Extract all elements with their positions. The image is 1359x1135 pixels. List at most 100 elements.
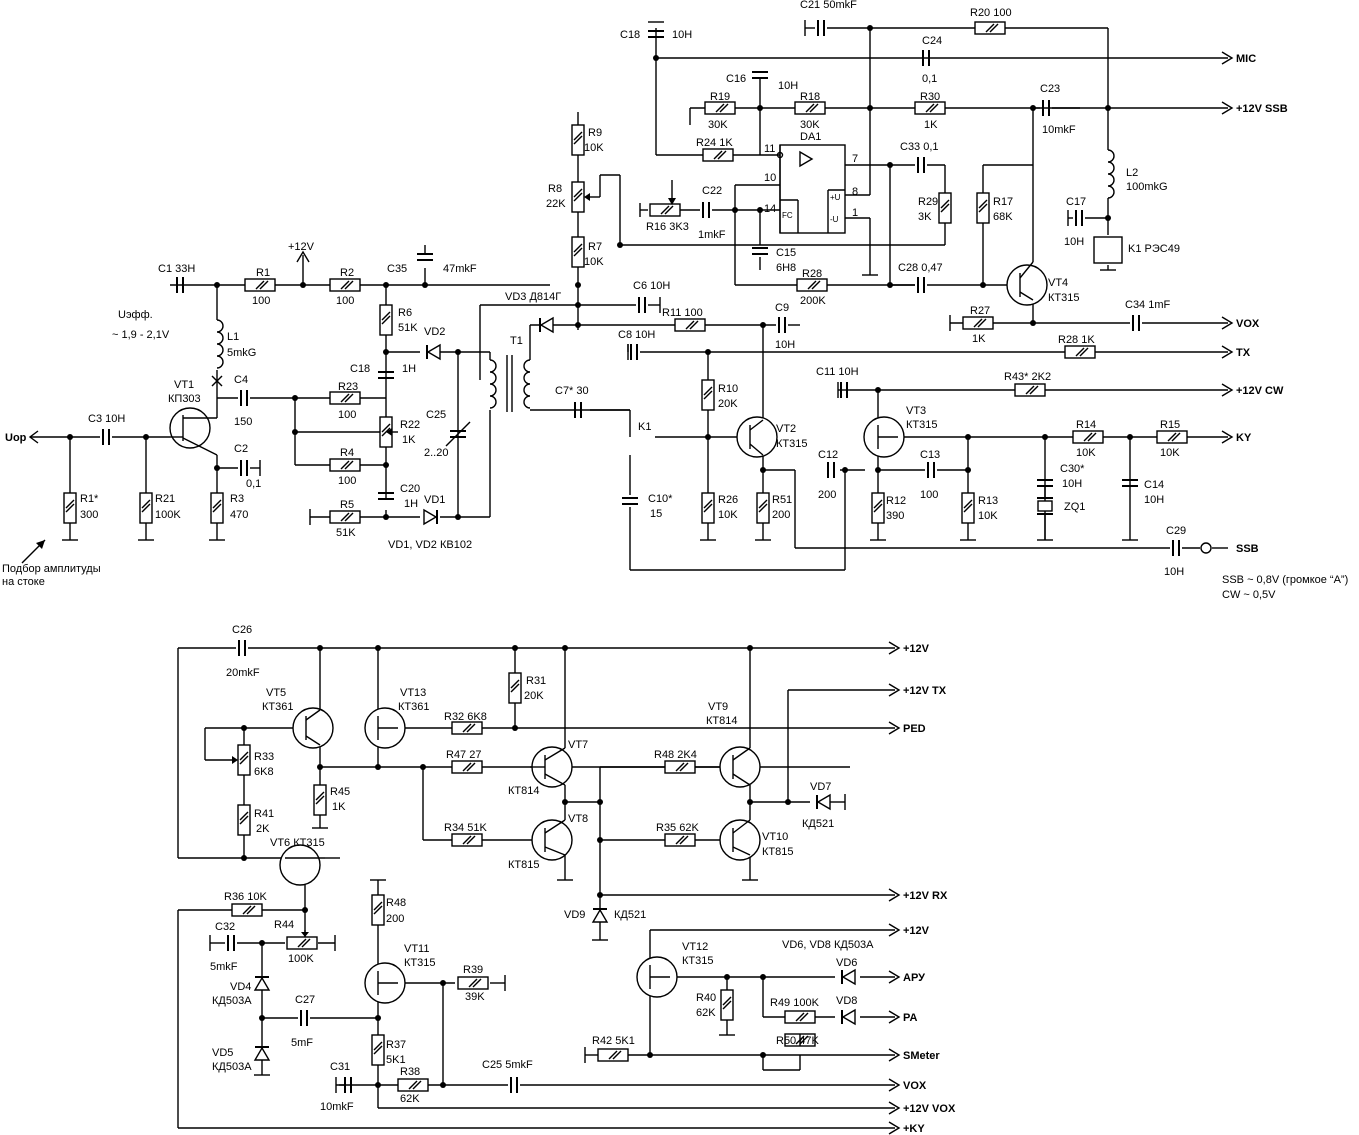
label-vd3: VD3 Д814Г	[505, 291, 561, 303]
label-pin11: 11	[764, 143, 775, 155]
label-r17-value: 68K	[993, 211, 1013, 223]
label-r27-value: 1K	[972, 333, 986, 345]
label-r44-value: 100K	[288, 953, 314, 965]
label-r37-value: 5K1	[386, 1054, 406, 1066]
label-vt13: VT13	[400, 687, 426, 699]
label-vd5: VD5	[212, 1047, 233, 1059]
label-plus-u: +U	[830, 193, 841, 202]
label-r17: R17	[993, 196, 1013, 208]
label-vt8-value: КТ815	[508, 859, 539, 871]
label-r31: R31	[526, 675, 546, 687]
label-c22-value: 1mkF	[698, 229, 726, 241]
port-arrows	[888, 51, 1234, 1135]
label-r1s: R1*	[80, 493, 99, 505]
label-c2: C2	[234, 443, 248, 455]
label-c4-value: 150	[234, 416, 252, 428]
note-ssb-level: SSB ~ 0,8V (громкое “A”)	[1222, 574, 1348, 586]
label-vt2: VT2	[776, 423, 796, 435]
label-r1s-value: 300	[80, 509, 98, 521]
label-vt1-value: КП303	[168, 393, 201, 405]
label-vd1: VD1	[424, 494, 445, 506]
label-c13-value: 100	[920, 489, 938, 501]
da1-chip	[776, 144, 846, 234]
label-r4-value: 100	[338, 475, 356, 487]
label-c16-value: 10H	[778, 80, 798, 92]
label-vt5: VT5	[266, 687, 286, 699]
label-c21: C21 50mkF	[800, 0, 857, 11]
label-vt8: VT8	[568, 813, 588, 825]
port-ssb: SSB	[1236, 543, 1259, 555]
label-l1: L1	[227, 331, 239, 343]
label-c4: C4	[234, 374, 248, 386]
port-12v-top: +12V	[288, 241, 315, 253]
label-r36: R36 10K	[224, 891, 267, 903]
label-vt4: VT4	[1048, 277, 1068, 289]
label-c29-value: 10H	[1164, 566, 1184, 578]
label-c18a-value: 1H	[402, 363, 416, 375]
label-r27: R27	[970, 305, 990, 317]
label-vt9: VT9	[708, 701, 728, 713]
label-vt9-value: КТ814	[706, 715, 737, 727]
port-12v-tx: +12V TX	[903, 685, 947, 697]
label-c24-value: 0,1	[922, 73, 937, 85]
port-12v-ssb: +12V SSB	[1236, 103, 1288, 115]
note-cw-level: CW ~ 0,5V	[1222, 589, 1276, 601]
label-c23: C23	[1040, 83, 1060, 95]
label-r5-value: 51K	[336, 527, 356, 539]
label-r14: R14	[1076, 419, 1096, 431]
label-r15-value: 10K	[1160, 447, 1180, 459]
label-r18-value: 30K	[800, 119, 820, 131]
label-r31-value: 20K	[524, 690, 544, 702]
label-r48b: R48	[386, 897, 406, 909]
label-r16: R16 3K3	[646, 221, 689, 233]
label-c9: C9	[775, 302, 789, 314]
label-vt10: VT10	[762, 831, 788, 843]
label-vt6: VT6 КТ315	[270, 837, 325, 849]
label-c10-value: 15	[650, 508, 662, 520]
label-c12: C12	[818, 449, 838, 461]
label-pin8: 8	[852, 186, 858, 198]
label-fc: FC	[782, 211, 793, 220]
label-r45-value: 1K	[332, 801, 346, 813]
label-c20: C20	[400, 483, 420, 495]
label-vt10-value: КТ815	[762, 846, 793, 858]
label-vt12: VT12	[682, 941, 708, 953]
component-labels: C1 33H R1 100 R2 100 C35 47mkF L1 5mkG V…	[80, 0, 1186, 1113]
label-c26-value: 20mkF	[226, 667, 260, 679]
label-vt11-value: КТ315	[404, 957, 435, 969]
label-r1-value: 100	[252, 295, 270, 307]
label-c20-value: 1H	[404, 498, 418, 510]
label-c23-value: 10mkF	[1042, 124, 1076, 136]
label-vt13-value: КТ361	[398, 701, 429, 713]
label-pin7: 7	[852, 153, 858, 165]
label-c35-value: 47mkF	[443, 263, 477, 275]
label-vd9-value: КД521	[614, 909, 646, 921]
label-da1: DA1	[800, 131, 821, 143]
port-uop: Uop	[5, 432, 27, 444]
label-vd9: VD9	[564, 909, 585, 921]
label-c14: C14	[1144, 479, 1164, 491]
label-r12-value: 390	[886, 510, 904, 522]
label-c25b: C25 5mkF	[482, 1059, 533, 1071]
label-r18: R18	[800, 91, 820, 103]
label-r37: R37	[386, 1039, 406, 1051]
label-c18b: C18	[620, 29, 640, 41]
label-r32: R32 6K8	[444, 711, 487, 723]
label-c10: C10*	[648, 493, 673, 505]
label-c31: C31	[330, 1061, 350, 1073]
label-r9: R9	[588, 127, 602, 139]
port-12v: +12V	[903, 643, 930, 655]
label-r48: R48 2K4	[654, 749, 697, 761]
label-c28: C28 0,47	[898, 262, 943, 274]
label-r8-value: 22K	[546, 198, 566, 210]
label-vt1: VT1	[174, 379, 194, 391]
label-r41-value: 2K	[256, 823, 270, 835]
label-k1: K1	[638, 421, 651, 433]
label-r10-value: 20K	[718, 398, 738, 410]
label-vt11: VT11	[404, 943, 429, 955]
label-c34: C34 1mF	[1125, 299, 1171, 311]
note-select1: Подбор амплитуды	[2, 563, 101, 575]
label-r28a-value: 200K	[800, 295, 826, 307]
label-pin1: 1	[852, 207, 858, 219]
label-r50: R50 47K	[776, 1035, 819, 1047]
